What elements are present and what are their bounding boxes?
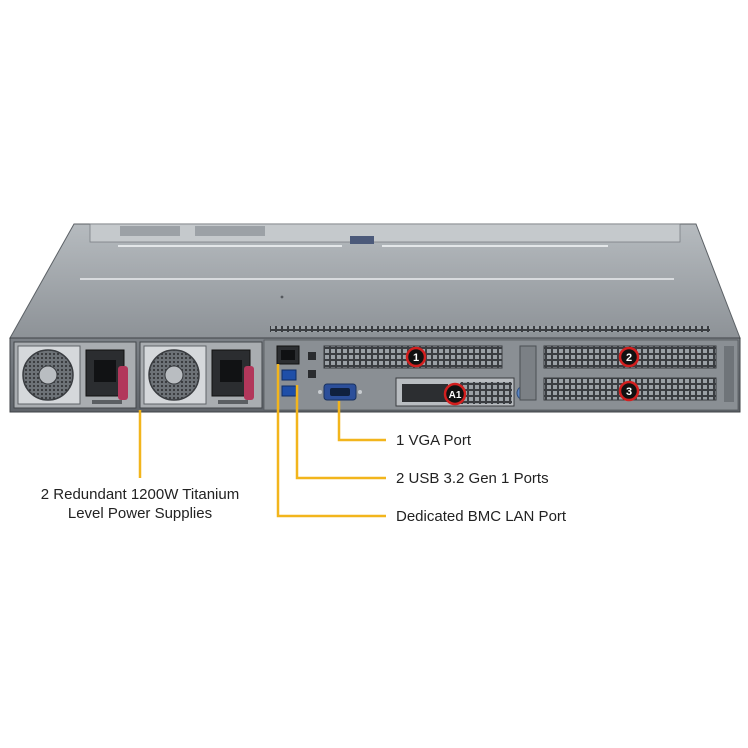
slot-badge-3-label: 3	[626, 386, 632, 398]
slot-badge-1: 1	[405, 346, 427, 368]
slot-badge-2-label: 2	[626, 352, 632, 364]
usb-ports-label: 2 USB 3.2 Gen 1 Ports	[396, 470, 549, 487]
power-supplies-label: 2 Redundant 1200W Titanium Level Power S…	[20, 485, 260, 523]
usb-leader-line	[295, 385, 386, 480]
slot-badge-3: 3	[618, 380, 640, 402]
leader-lines	[138, 364, 386, 518]
slot-badge-1-label: 1	[413, 352, 419, 364]
usb-port-1	[281, 369, 297, 381]
power-supply-1	[13, 341, 137, 409]
chassis-top	[9, 223, 741, 339]
bmc-lan-port-label: Dedicated BMC LAN Port	[396, 508, 567, 525]
power-supplies-label-line-1: 2 Redundant 1200W Titanium	[40, 486, 240, 503]
power-supply-2	[139, 341, 263, 409]
bmc-leader-line	[276, 364, 386, 518]
usb-port-2	[281, 385, 297, 397]
slot-badge-a1: A1	[443, 382, 467, 406]
vga-leader-line	[337, 401, 386, 442]
vga-port-label: 1 VGA Port	[396, 432, 472, 449]
io-ports	[276, 345, 362, 401]
slot-badge-a1-label: A1	[449, 390, 462, 401]
power-supplies-label-line-2: Level Power Supplies	[67, 505, 213, 522]
slot-badge-2: 2	[618, 346, 640, 368]
